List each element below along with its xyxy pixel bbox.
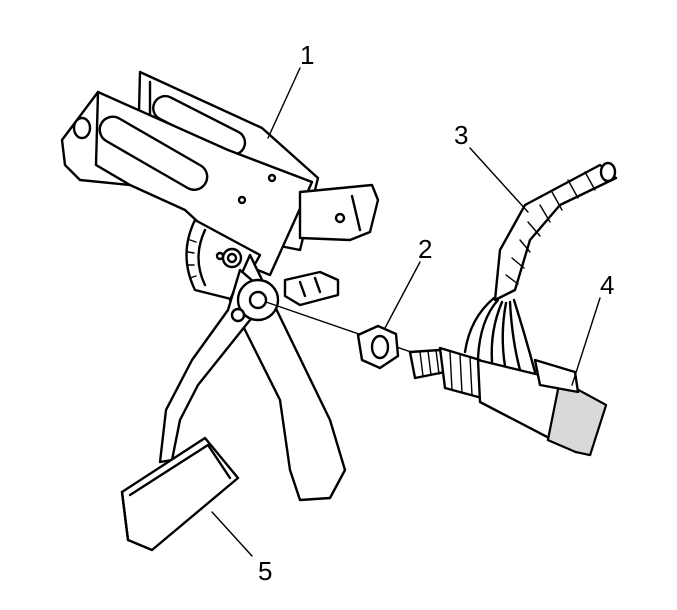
stop-lamp-switch <box>408 346 608 457</box>
brake-pedal <box>120 253 347 552</box>
callout-5: 5 <box>258 556 272 586</box>
wiring-harness <box>463 161 618 374</box>
retaining-nut <box>356 324 400 370</box>
leader-lines <box>211 67 601 557</box>
pedal-bracket <box>60 70 380 307</box>
callout-2: 2 <box>418 234 432 264</box>
callout-1: 1 <box>300 40 314 70</box>
callout-4: 4 <box>600 270 614 300</box>
callout-3: 3 <box>454 120 468 150</box>
